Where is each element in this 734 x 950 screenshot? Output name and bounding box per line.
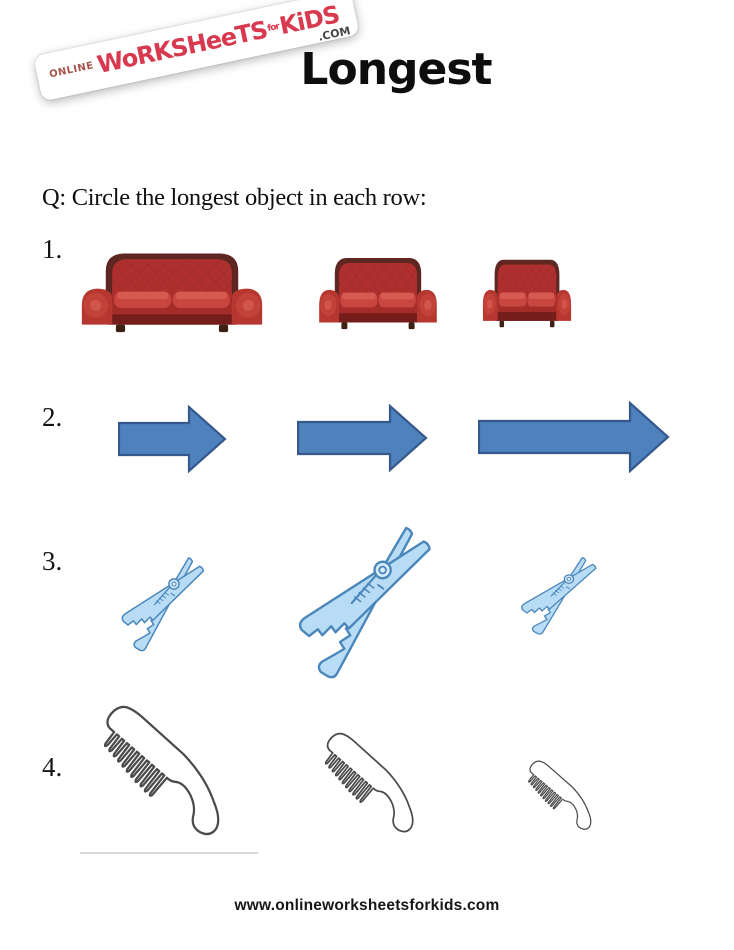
question-text: Q: Circle the longest object in each row… xyxy=(42,184,427,211)
sofa-small[interactable] xyxy=(482,255,572,328)
arrow-short[interactable] xyxy=(118,405,227,473)
comb-large[interactable] xyxy=(82,688,255,854)
sofa-large[interactable] xyxy=(80,248,264,333)
arrow-medium[interactable] xyxy=(297,404,428,472)
comb-baseline-rule xyxy=(80,852,258,854)
comb-medium[interactable] xyxy=(308,719,441,847)
row-1-number: 1. xyxy=(42,234,63,264)
clothespin-large[interactable] xyxy=(290,525,437,681)
clothespin-small[interactable] xyxy=(516,556,600,636)
row-2-number: 2. xyxy=(42,402,63,432)
sofa-medium[interactable] xyxy=(318,253,438,330)
arrow-long[interactable] xyxy=(478,401,670,473)
footer-url: www.onlineworksheetsforkids.com xyxy=(234,897,500,914)
row-3-number: 3. xyxy=(42,546,63,576)
comb-small[interactable] xyxy=(516,751,611,840)
row-4-number: 4. xyxy=(42,752,63,782)
clothespin-medium[interactable] xyxy=(116,556,208,653)
page-title: Longest xyxy=(300,44,492,95)
